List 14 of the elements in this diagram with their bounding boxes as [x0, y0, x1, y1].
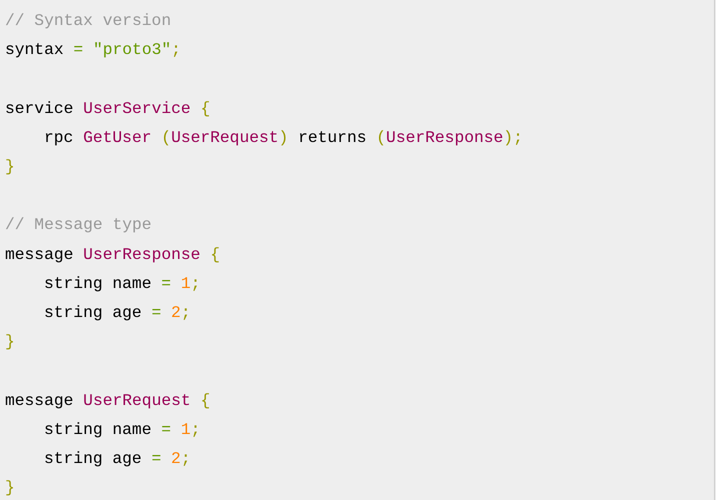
code-line: }	[5, 157, 15, 177]
code-line: rpc GetUser (UserRequest) returns (UserResponse);	[44, 128, 523, 148]
code-line: syntax = "proto3";	[5, 40, 181, 60]
code-line: string age = 2;	[44, 449, 191, 469]
code-line: message UserRequest {	[5, 390, 210, 411]
code-line: // Syntax version	[5, 11, 172, 31]
code-line: }	[5, 478, 15, 498]
code-line: }	[5, 332, 15, 352]
code-line: message UserResponse {	[5, 244, 220, 265]
code-line: service UserService {	[5, 98, 210, 119]
code-line: string age = 2;	[44, 303, 191, 323]
code-line: // Message type	[5, 215, 152, 236]
code-line: string name = 1;	[44, 274, 200, 294]
code-line: string name = 1;	[44, 420, 200, 440]
